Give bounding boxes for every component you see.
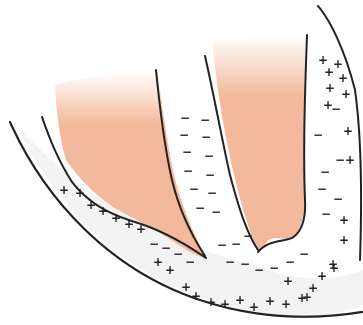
positive-charge-sign: + [281, 297, 291, 311]
negative-charge-sign: − [299, 247, 309, 261]
positive-charge-sign: + [206, 295, 216, 309]
positive-charge-sign: + [339, 213, 349, 227]
negative-charge-sign: − [205, 168, 215, 182]
negative-charge-sign: − [149, 237, 159, 251]
negative-charge-sign: − [173, 247, 183, 261]
negative-charge-sign: − [333, 192, 343, 206]
negative-charge-sign: − [254, 263, 264, 277]
negative-charge-sign: − [335, 153, 345, 167]
negative-charge-sign: − [195, 201, 205, 215]
positive-charge-sign: + [165, 263, 175, 277]
negative-charge-sign: − [331, 102, 341, 116]
right-myocardium-region [212, 35, 305, 252]
positive-charge-sign: + [302, 290, 312, 304]
positive-charge-sign: + [124, 217, 134, 231]
negative-charge-sign: − [200, 113, 210, 127]
positive-charge-sign: + [153, 255, 163, 269]
positive-charge-sign: + [98, 204, 108, 218]
negative-charge-sign: − [313, 128, 323, 142]
positive-charge-sign: + [59, 183, 69, 197]
positive-charge-sign: + [181, 280, 191, 294]
negative-charge-sign: − [225, 255, 235, 269]
positive-charge-sign: + [325, 81, 335, 95]
positive-charge-sign: + [317, 269, 327, 283]
positive-charge-sign: + [333, 57, 343, 71]
negative-charge-sign: − [243, 229, 253, 243]
negative-charge-sign: − [207, 186, 217, 200]
negative-charge-sign: − [161, 241, 171, 255]
negative-charge-sign: − [317, 182, 327, 196]
negative-charge-sign: − [269, 261, 279, 275]
positive-charge-sign: + [324, 65, 334, 79]
negative-charge-sign: − [179, 128, 189, 142]
positive-charge-sign: + [341, 87, 351, 101]
positive-charge-sign: + [111, 211, 121, 225]
positive-charge-sign: + [283, 274, 293, 288]
negative-charge-sign: − [180, 111, 190, 125]
negative-charge-sign: − [183, 164, 193, 178]
positive-charge-sign: + [249, 300, 259, 314]
positive-charge-sign: + [343, 124, 353, 138]
negative-charge-sign: − [204, 149, 214, 163]
positive-charge-sign: + [265, 294, 275, 308]
negative-charge-sign: − [185, 255, 195, 269]
negative-charge-sign: − [320, 165, 330, 179]
positive-charge-sign: + [75, 186, 85, 200]
positive-charge-sign: + [191, 289, 201, 303]
positive-charge-sign: + [339, 233, 349, 247]
negative-charge-sign: − [211, 205, 221, 219]
positive-charge-sign: + [86, 198, 96, 212]
negative-charge-sign: − [285, 255, 295, 269]
negative-charge-sign: − [201, 130, 211, 144]
positive-charge-sign: + [329, 261, 339, 275]
positive-charge-sign: + [235, 293, 245, 307]
positive-charge-sign: + [136, 222, 146, 236]
negative-charge-sign: − [240, 257, 250, 271]
negative-charge-sign: − [217, 238, 227, 252]
positive-charge-sign: + [338, 71, 348, 85]
negative-charge-sign: − [182, 145, 192, 159]
negative-charge-sign: − [189, 182, 199, 196]
negative-charge-sign: − [231, 237, 241, 251]
negative-charge-sign: − [321, 207, 331, 221]
positive-charge-sign: + [220, 297, 230, 311]
positive-charge-sign: + [345, 153, 355, 167]
